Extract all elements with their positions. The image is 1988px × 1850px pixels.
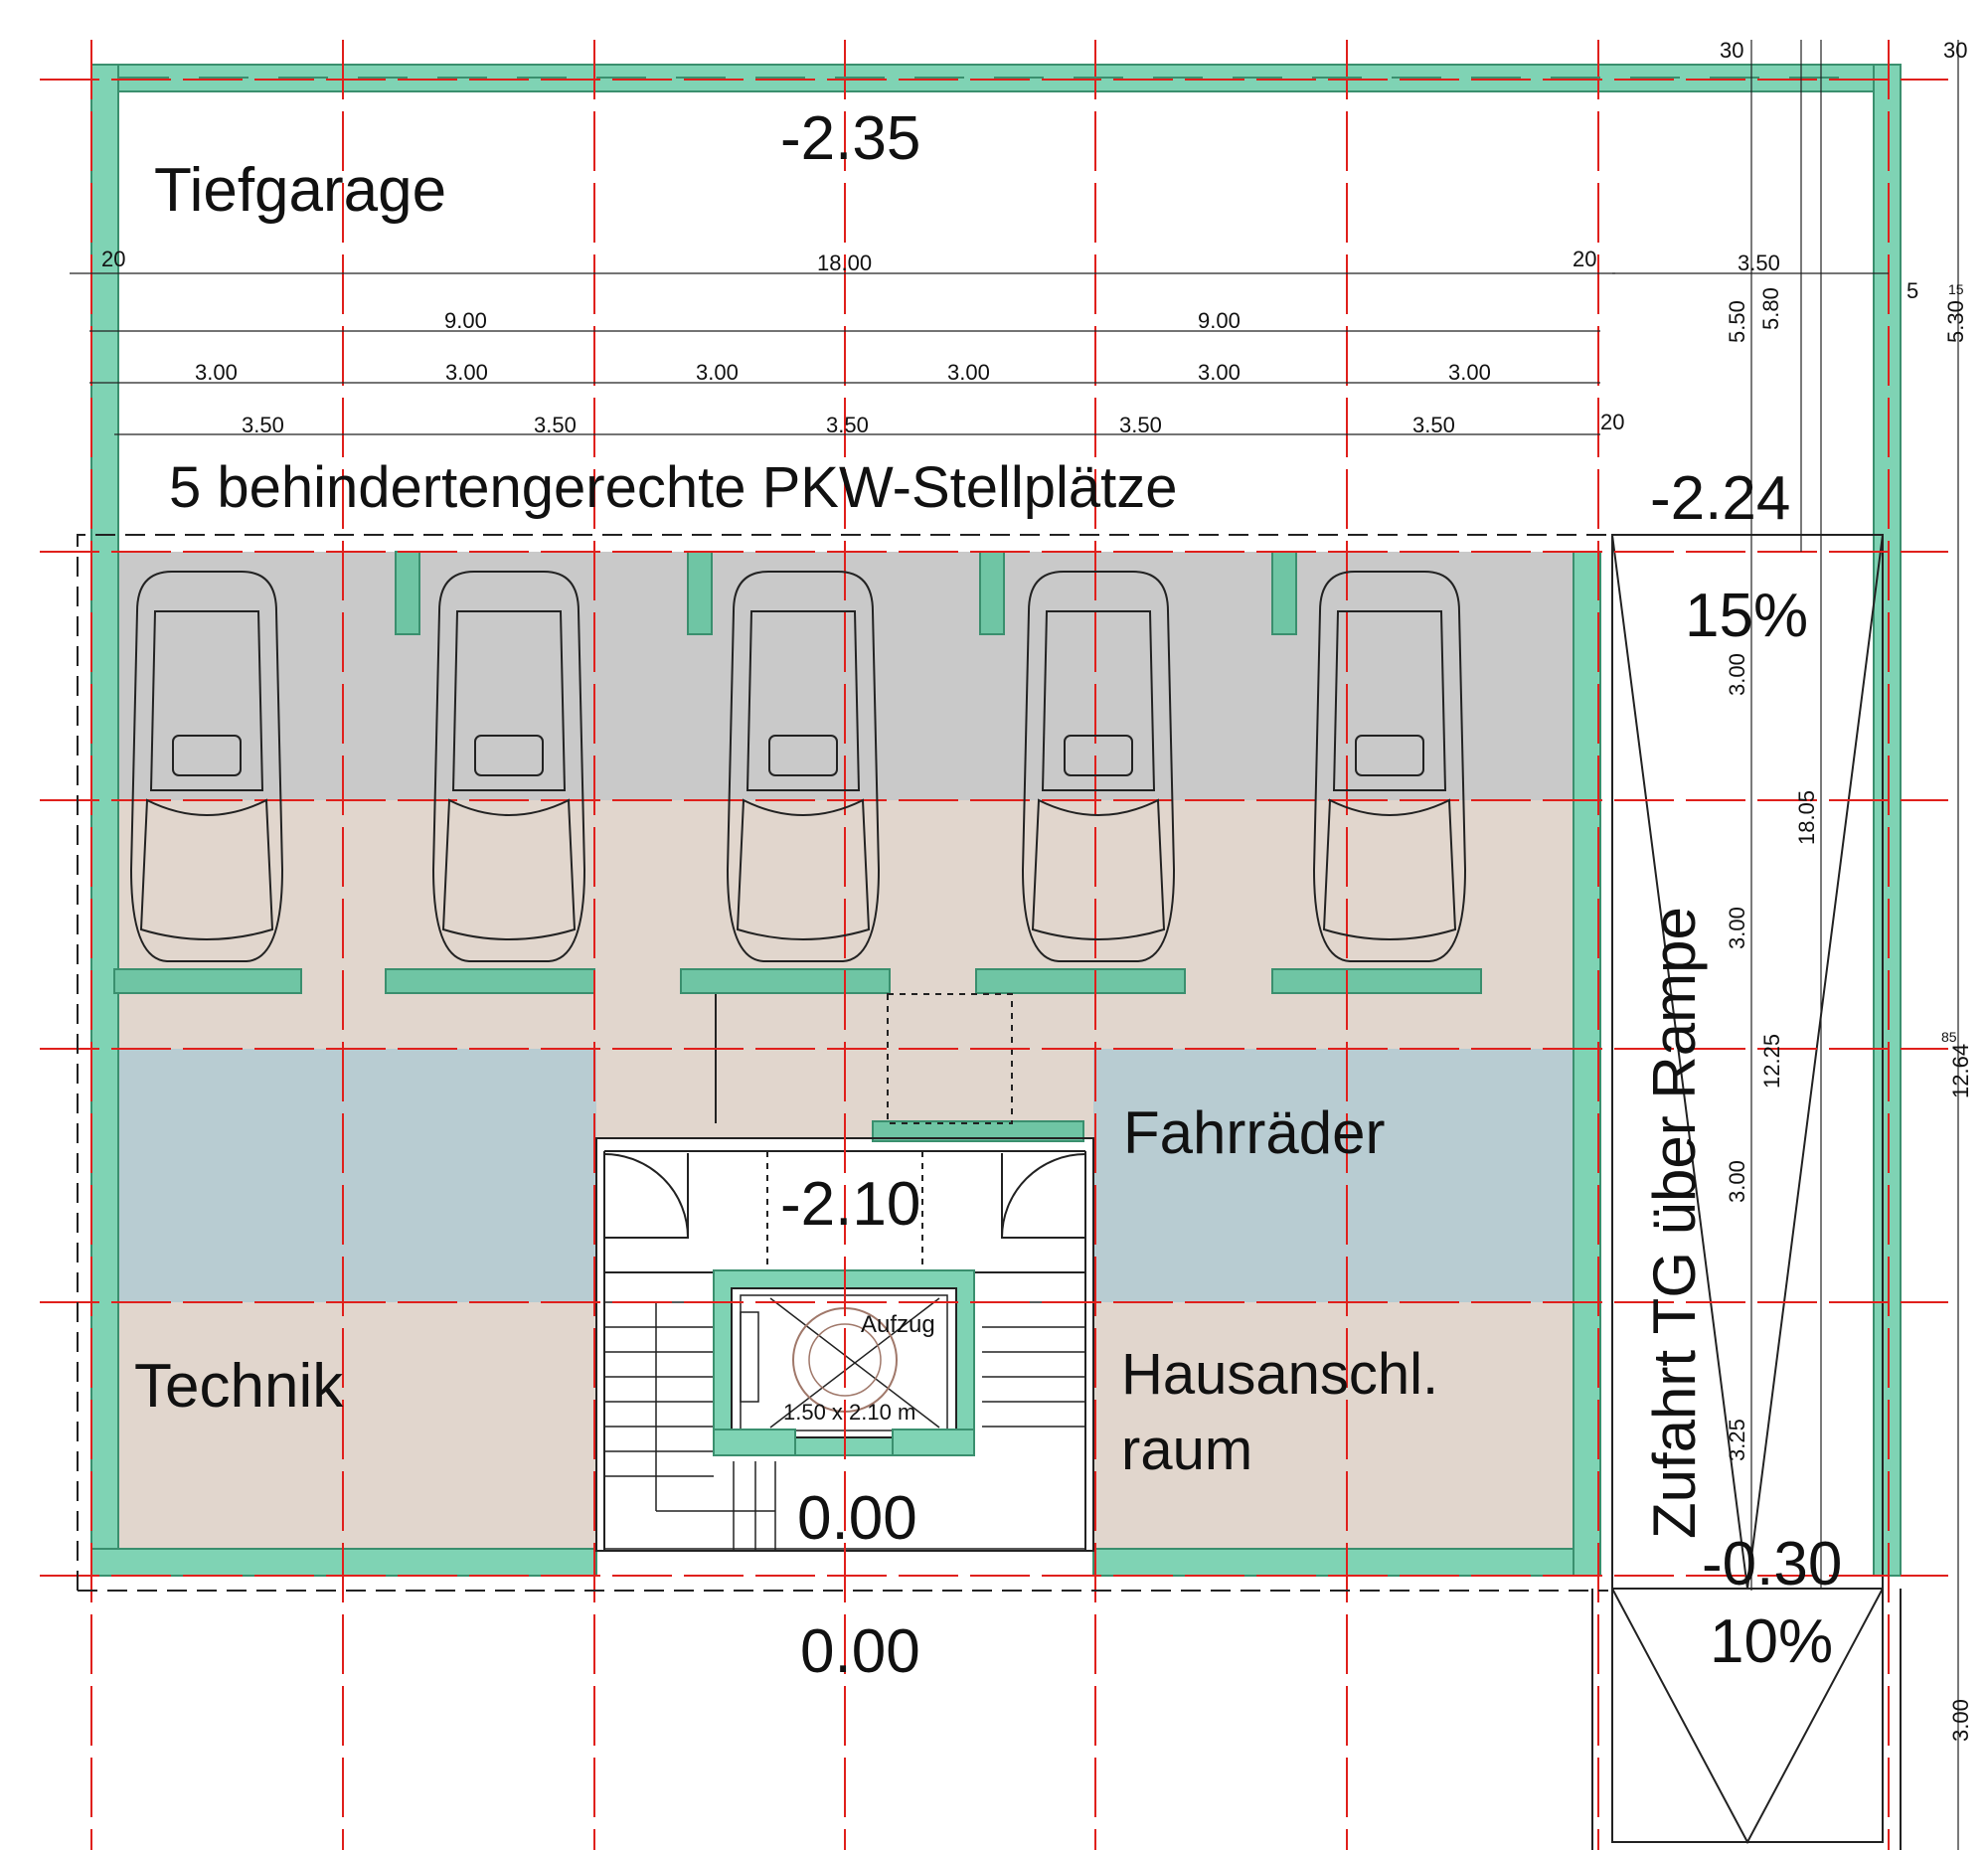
dim-ramp-v10: 12.64 [1948,1044,1973,1098]
dim-row4-1: 3.50 [242,413,284,437]
dim-ramp-v6: 3.00 [1725,907,1749,949]
car-3 [726,571,881,962]
dim-ramp-v2: 5.80 [1758,287,1783,330]
curb-1 [113,968,302,994]
dim-ramp-width: 3.50 [1738,251,1780,275]
dim-row3-1: 3.00 [195,360,238,385]
technik-upper-blue [94,1049,596,1302]
level-stair-base: 0.00 [797,1484,917,1553]
stair-threshold [872,1120,1084,1142]
dim-row2-right: 9.00 [1198,308,1241,333]
dim-row3-2: 3.00 [445,360,488,385]
label-stellplaetze: 5 behindertengerechte PKW-Stellplätze [169,455,1178,520]
dim-ramp-v10-sup: 85 [1941,1029,1957,1045]
dim-row2-left: 9.00 [444,308,487,333]
slope-upper: 15% [1685,582,1808,650]
dashed-outline [77,534,1608,1592]
curb-4 [975,968,1186,994]
ramp [1591,534,1902,1850]
dim-ramp-v3: 5.30 [1943,300,1968,343]
parking-zone-gray [94,552,1600,800]
dim-ramp-right-b: 5 [1906,278,1918,303]
elevator-panel [740,1311,759,1403]
dim-row1-right: 20 [1573,247,1596,271]
column-3 [979,551,1005,635]
curb-5 [1271,968,1482,994]
room-labels: Tiefgarage 5 behindertengerechte PKW-Ste… [134,156,1708,1539]
column-1 [395,551,420,635]
label-aufzug-size: 1.50 x 2.10 m [783,1400,915,1425]
dim-ramp-v1: 5.50 [1725,300,1749,343]
cars [129,571,1467,962]
dim-row3-4: 3.00 [947,360,990,385]
dimension-lines [70,40,1959,1850]
label-zufahrt: Zufahrt TG über Rampe [1641,907,1708,1539]
axis-grid [40,40,1948,1850]
dim-ramp-right-c: 15 [1948,281,1964,297]
curb-3 [680,968,891,994]
dim-row3-5: 3.00 [1198,360,1241,385]
dim-row1-center: 18.00 [817,251,872,275]
dim-row4-2: 3.50 [534,413,577,437]
level-ramp-bottom: -0.30 [1702,1530,1842,1598]
label-aufzug: Aufzug [861,1311,935,1338]
label-tiefgarage: Tiefgarage [154,156,446,225]
dim-row3-3: 3.00 [696,360,739,385]
label-fahrraeder: Fahrräder [1123,1099,1385,1166]
dim-row4-end: 20 [1600,410,1624,434]
dim-row4-4: 3.50 [1119,413,1162,437]
dim-ramp-v8: 3.00 [1725,1160,1749,1203]
parking-zone-beige [94,800,1600,1049]
wall-bike-hausanschluss-right [1573,551,1601,1577]
dim-row4-5: 3.50 [1412,413,1455,437]
dim-ramp-v7: 12.25 [1759,1034,1784,1089]
dim-ramp-v5: 18.05 [1794,790,1819,845]
level-labels: -2.35 -2.24 -2.10 0.00 0.00 -0.30 15% 10… [780,104,1842,1686]
level-ground: 0.00 [800,1617,920,1686]
dim-ramp-top: 30 [1720,38,1743,63]
label-hausanschl-1: Hausanschl. [1121,1342,1438,1407]
wall-left [90,64,119,1577]
dim-row4-3: 3.50 [826,413,869,437]
elevator-door-left [713,1429,796,1456]
car-2 [431,571,586,962]
technik-room-floor [94,1302,596,1551]
column-2 [687,551,713,635]
level-ramp-top: -2.24 [1650,464,1790,533]
dim-ramp-v4: 3.00 [1725,653,1749,696]
car-4 [1021,571,1176,962]
dim-ramp-v11: 3.00 [1948,1699,1973,1742]
dim-row3-6: 3.00 [1448,360,1491,385]
car-5 [1312,571,1467,962]
car-1 [129,571,284,962]
dim-row1-left: 20 [101,247,125,271]
dim-ramp-right-a: 30 [1943,38,1967,63]
level-stair-landing: -2.10 [780,1170,920,1239]
label-hausanschl-2: raum [1121,1418,1252,1482]
parking-elements [113,551,1482,1142]
elevator-door-right [892,1429,975,1456]
slope-lower: 10% [1710,1607,1833,1676]
label-technik: Technik [134,1352,344,1421]
upper-opening [887,993,1013,1124]
curb-2 [385,968,595,994]
wall-right [1873,64,1902,1577]
dim-ramp-v9: 3.25 [1725,1419,1749,1461]
dimension-texts: 20 18.00 20 9.00 9.00 3.00 3.00 3.00 3.0… [101,38,1973,1742]
level-garage: -2.35 [780,104,920,173]
column-4 [1271,551,1297,635]
